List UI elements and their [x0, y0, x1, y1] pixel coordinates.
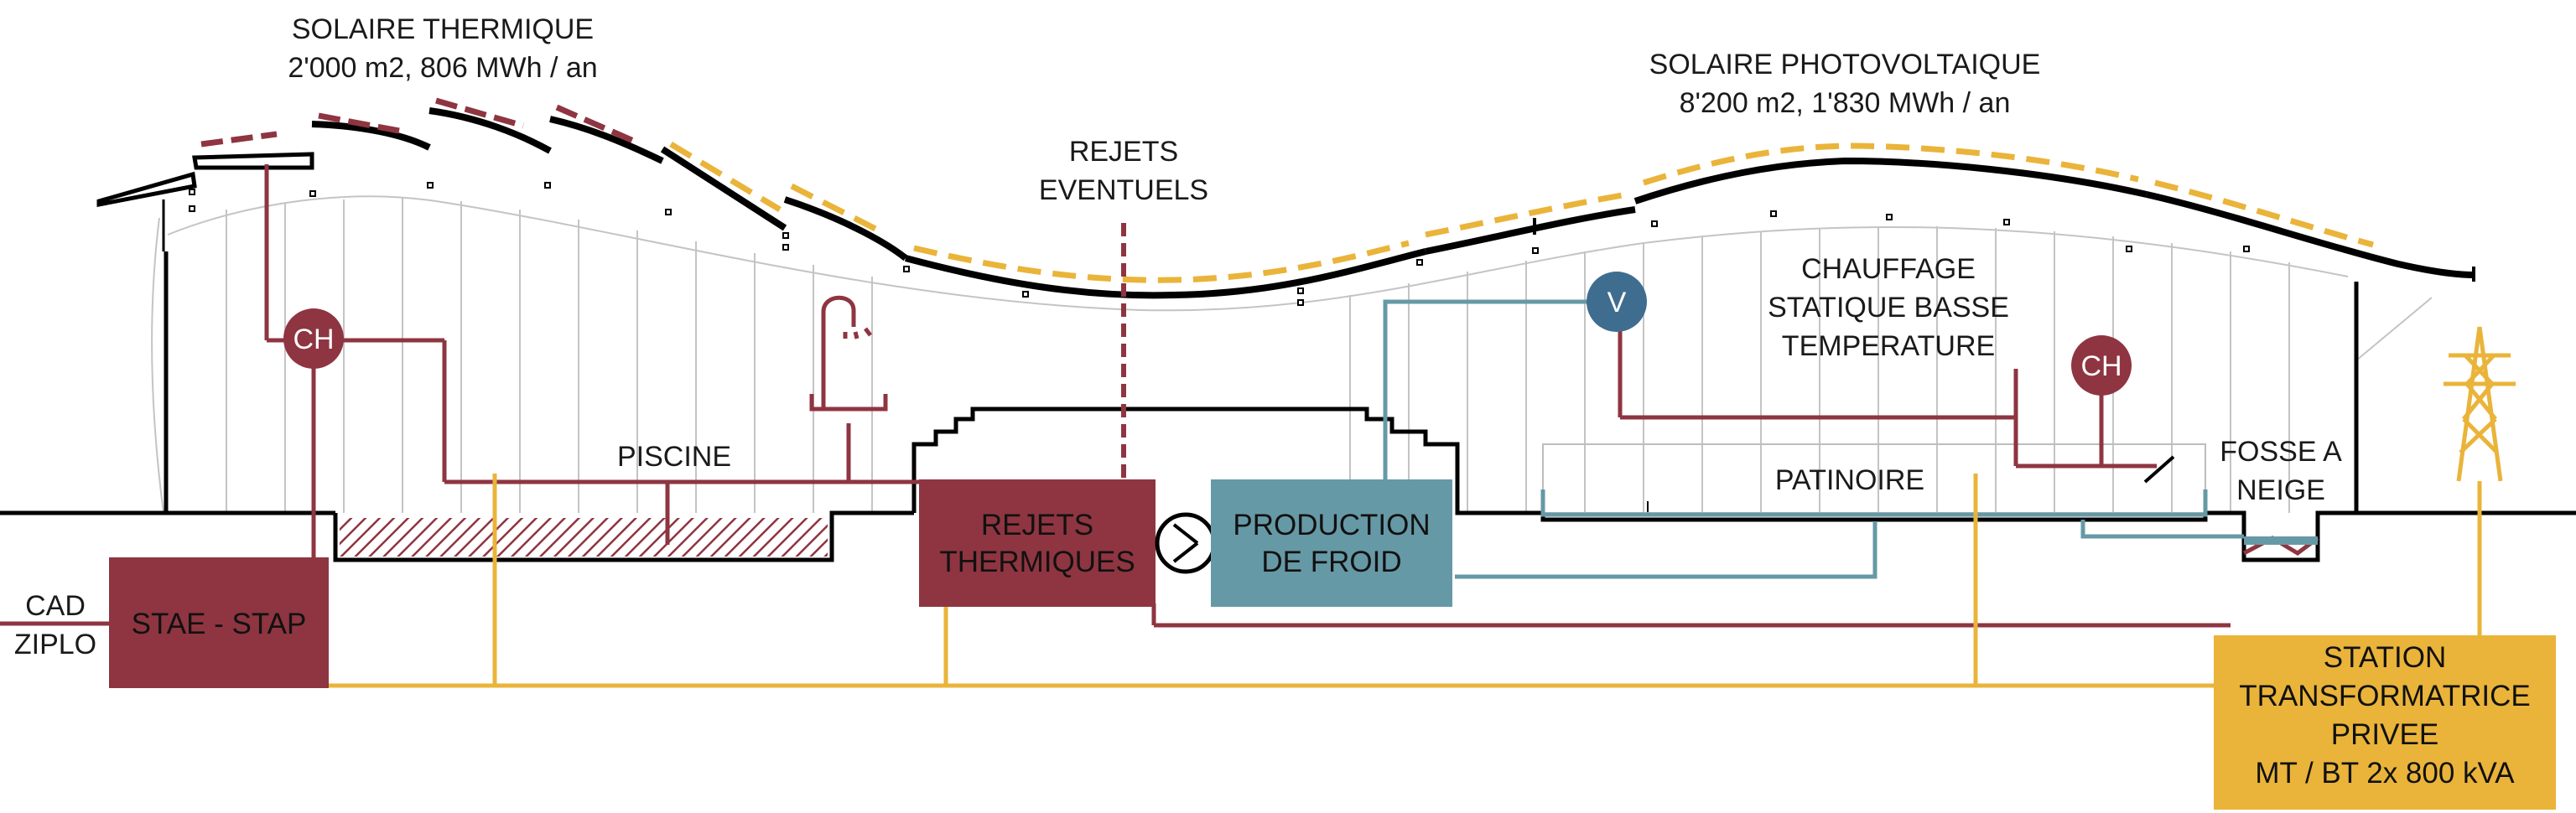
ch-right-node: [2071, 335, 2132, 396]
walls: [164, 251, 2359, 513]
cad-label: CAD: [25, 590, 86, 622]
ch-right-label: CH: [2080, 350, 2122, 382]
ziplo-label: ZIPLO: [14, 629, 96, 660]
solar-thermal-panels: [200, 97, 639, 148]
solar-pv-panels: [669, 141, 2374, 283]
station-label-1: STATION: [2324, 641, 2446, 674]
fosse-label-1: FOSSE A: [2220, 436, 2342, 468]
electric-network: [329, 474, 2482, 688]
stae-stap-label: STAE - STAP: [132, 608, 307, 640]
ch-left-label: CH: [293, 324, 334, 355]
rejets-eventuels-2: EVENTUELS: [1039, 174, 1208, 206]
station-label-3: PRIVEE: [2331, 718, 2438, 751]
stae-stap-box: [109, 557, 329, 688]
v-node: [1587, 272, 1647, 332]
chauffage-label-3: TEMPERATURE: [1782, 330, 1995, 362]
thermal-network: [0, 164, 2319, 628]
power-pylon-icon: [2444, 326, 2516, 482]
production-froid-label-1: PRODUCTION: [1233, 509, 1430, 541]
solar-pv-value: 8'200 m2, 1'830 MWh / an: [1680, 87, 2011, 119]
chauffage-label-1: CHAUFFAGE: [1801, 253, 1976, 285]
piscine-label: PISCINE: [617, 441, 731, 473]
chauffage-label-2: STATIQUE BASSE: [1768, 292, 2009, 324]
rejets-eventuels-1: REJETS: [1069, 136, 1178, 168]
compressor-icon: [1155, 512, 1217, 574]
cold-network: [1383, 299, 2318, 579]
v-label: V: [1607, 287, 1627, 318]
rejets-thermiques-box: [919, 479, 1156, 607]
solar-thermal-title: SOLAIRE THERMIQUE: [292, 13, 594, 45]
roof: [96, 107, 2475, 299]
production-froid-label-2: DE FROID: [1261, 546, 1401, 578]
ch-left-node: [283, 308, 344, 369]
patinoire-label: PATINOIRE: [1775, 464, 1924, 496]
roof-anchors: [189, 182, 2250, 306]
fosse-label-2: NEIGE: [2236, 474, 2325, 506]
pool-basin: [340, 518, 828, 557]
rejets-thermiques-label-2: THERMIQUES: [939, 546, 1135, 578]
production-froid-box: [1211, 479, 1452, 607]
rejets-thermiques-label-1: REJETS: [981, 509, 1093, 541]
shower-icon: [809, 295, 888, 412]
solar-pv-title: SOLAIRE PHOTOVOLTAIQUE: [1649, 49, 2041, 80]
station-label-2: TRANSFORMATRICE: [2239, 680, 2530, 712]
station-label-4: MT / BT 2x 800 kVA: [2255, 757, 2515, 790]
solar-thermal-value: 2'000 m2, 806 MWh / an: [288, 52, 597, 84]
station-transformatrice-box: [2214, 635, 2556, 810]
